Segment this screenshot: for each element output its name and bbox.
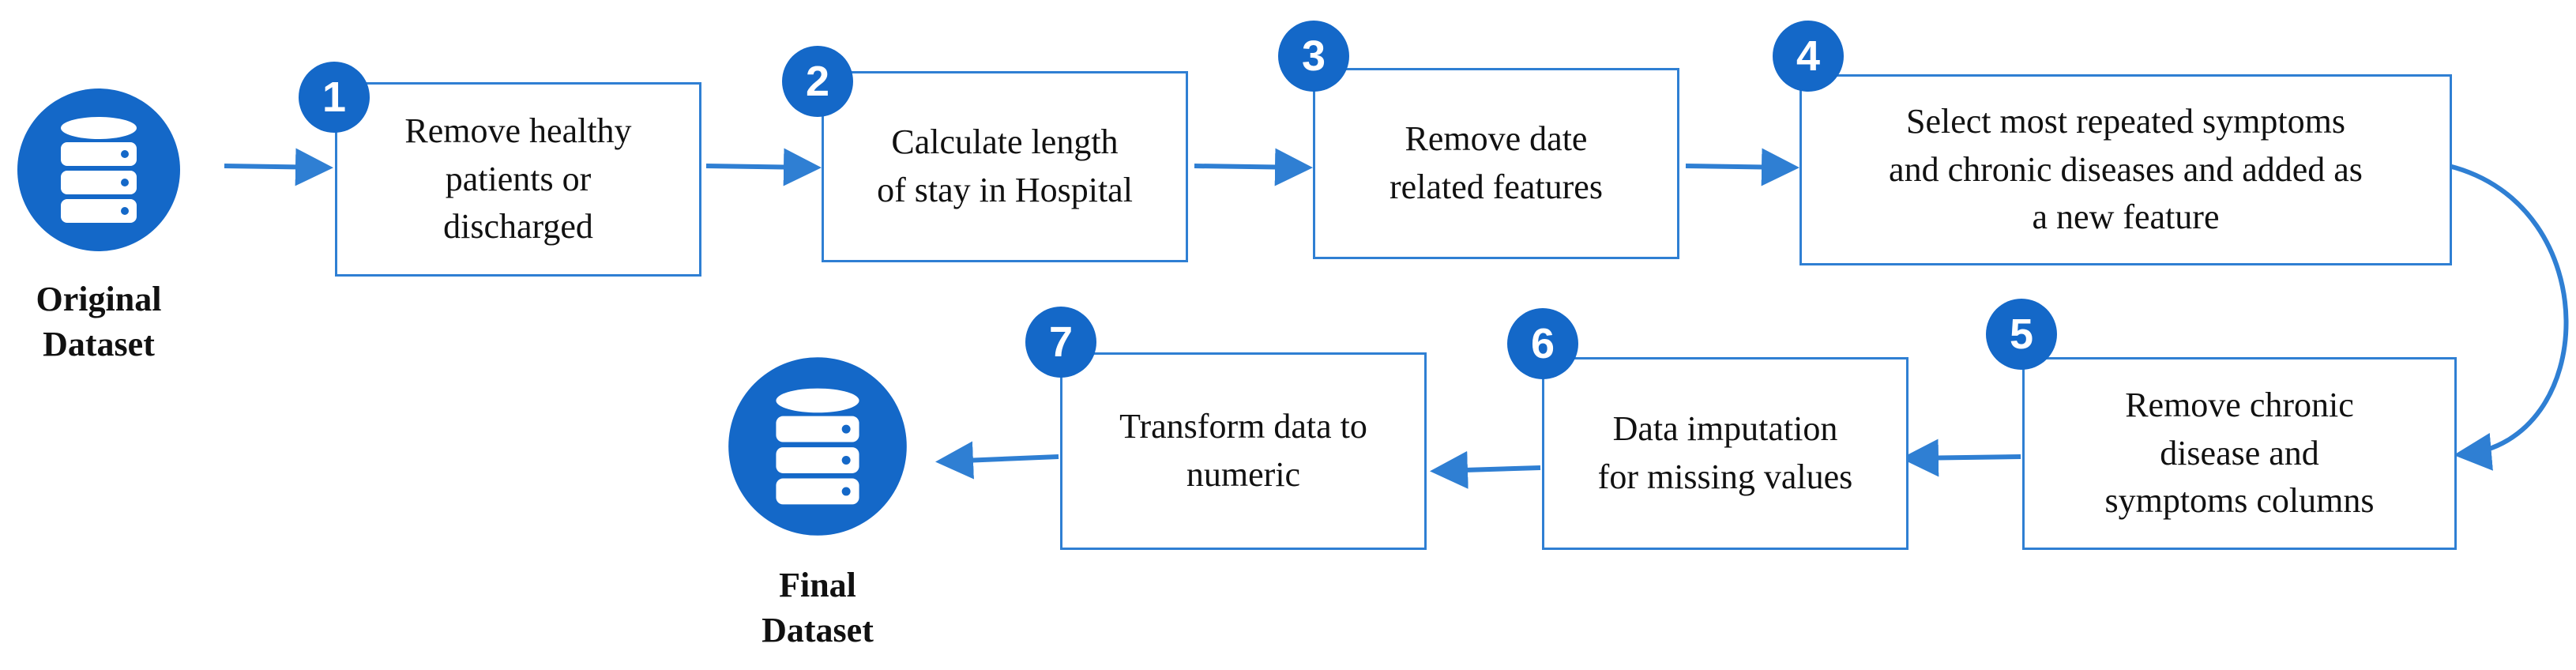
arrow-step-7-to-target — [935, 441, 1059, 480]
database-icon — [728, 357, 907, 536]
target-dataset: Final Dataset — [727, 356, 964, 664]
step-1-box: Remove healthy patients or discharged — [335, 82, 701, 277]
arrow-step-4-to-step-5 — [2448, 164, 2569, 471]
step-3-text: Remove date related features — [1390, 119, 1603, 206]
step-7-badge: 7 — [1025, 307, 1096, 378]
arrow-step-6-to-step-7 — [1430, 450, 1541, 489]
arrow-source-to-step-1 — [224, 148, 333, 186]
step-2-box: Calculate length of stay in Hospital — [822, 71, 1188, 262]
step-4-box: Select most repeated symptoms and chroni… — [1799, 74, 2452, 265]
arrow-step-5-to-step-6 — [1901, 439, 2021, 477]
step-2-badge: 2 — [782, 46, 853, 117]
arrow-step-2-to-step-3 — [1194, 148, 1313, 186]
step-6-box: Data imputation for missing values — [1542, 357, 1908, 550]
step-7-text: Transform data to numeric — [1119, 407, 1367, 494]
step-3-badge: 3 — [1278, 21, 1349, 92]
step-6-badge: 6 — [1507, 308, 1578, 379]
target-dataset-label: Final Dataset — [762, 566, 874, 650]
step-4-badge: 4 — [1773, 21, 1844, 92]
step-7-box: Transform data to numeric — [1060, 352, 1427, 550]
database-icon — [17, 88, 180, 251]
step-4-text: Select most repeated symptoms and chroni… — [1889, 101, 2363, 237]
step-5-box: Remove chronic disease and symptoms colu… — [2022, 357, 2457, 550]
source-dataset-label: Original Dataset — [36, 280, 162, 364]
step-5-text: Remove chronic disease and symptoms colu… — [2104, 385, 2375, 521]
step-1-text: Remove healthy patients or discharged — [404, 111, 632, 247]
step-3-box: Remove date related features — [1313, 68, 1679, 259]
step-6-text: Data imputation for missing values — [1597, 409, 1853, 496]
step-1-badge: 1 — [299, 62, 370, 133]
step-2-text: Calculate length of stay in Hospital — [877, 122, 1133, 209]
step-5-badge: 5 — [1986, 299, 2057, 370]
source-dataset: Original Dataset — [16, 87, 221, 371]
arrow-step-1-to-step-2 — [705, 148, 822, 186]
arrow-step-3-to-step-4 — [1685, 148, 1799, 186]
